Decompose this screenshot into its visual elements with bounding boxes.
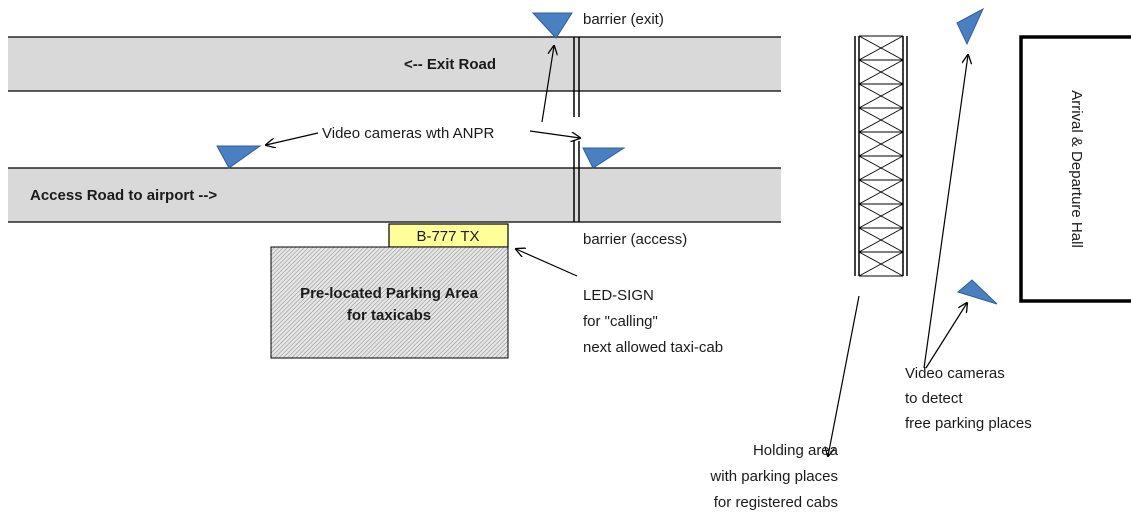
parking-place-cross	[858, 155, 904, 181]
anpr-arrows	[266, 46, 580, 145]
parking-place-cross	[858, 179, 904, 205]
parking-place-cross	[858, 227, 904, 253]
parking-place-cross	[858, 83, 904, 109]
parking-place-cross	[858, 35, 904, 61]
access-road: Access Road to airport -->	[8, 167, 781, 223]
holding-area-line-3: for registered cabs	[714, 494, 838, 511]
anpr-cameras-label: Video cameras wth ANPR	[322, 125, 494, 142]
parking-place-cross	[858, 131, 904, 157]
access-road-label: Access Road to airport -->	[30, 187, 217, 204]
parking-place-cross	[858, 251, 904, 277]
holding-area-truss	[854, 35, 908, 277]
barrier-access	[573, 141, 580, 222]
camera-access-right-icon	[582, 147, 626, 169]
led-sign-text: B-777 TX	[416, 228, 479, 245]
holding-area-line-1: Holding area	[753, 442, 839, 459]
led-caption-line-2: for "calling"	[583, 313, 658, 330]
parking-place-cross	[858, 59, 904, 85]
holding-area-arrow	[828, 295, 860, 456]
led-caption-line-3: next allowed taxi-cab	[583, 339, 723, 356]
terminal-building: Arrival & Departure Hall	[1019, 35, 1131, 303]
exit-road-surface	[8, 37, 781, 91]
exit-road: <-- Exit Road	[8, 36, 781, 92]
led-sign-arrow	[516, 249, 578, 277]
camera-access-left-icon	[216, 145, 262, 169]
terminal-label: Arrival & Departure Hall	[1068, 90, 1085, 248]
parking-area-line-1: Pre-located Parking Area	[300, 285, 479, 302]
parking-place-cross	[858, 203, 904, 229]
led-sign: B-777 TX	[388, 223, 509, 248]
parking-area-line-2: for taxicabs	[347, 307, 431, 324]
detect-cameras-line-2: to detect	[905, 390, 963, 407]
parking-place-cross	[858, 107, 904, 133]
barrier-exit	[573, 37, 580, 117]
access-road-surface	[8, 168, 781, 222]
barrier-exit-label: barrier (exit)	[583, 11, 664, 28]
camera-detect-top-icon	[956, 7, 985, 46]
camera-exit-icon	[531, 12, 573, 39]
detect-cameras-line-1: Video cameras	[905, 365, 1005, 382]
barrier-access-label: barrier (access)	[583, 231, 687, 248]
exit-road-label: <-- Exit Road	[404, 56, 496, 73]
detect-arrows	[923, 55, 968, 369]
parking-area-hatch	[270, 246, 509, 359]
holding-area-line-2: with parking places	[709, 468, 838, 485]
parking-area: Pre-located Parking Area for taxicabs	[270, 246, 509, 359]
detect-cameras-line-3: free parking places	[905, 415, 1032, 432]
camera-detect-bottom-icon	[956, 279, 998, 305]
led-caption-line-1: LED-SIGN	[583, 287, 654, 304]
terminal-outline	[1019, 35, 1131, 303]
